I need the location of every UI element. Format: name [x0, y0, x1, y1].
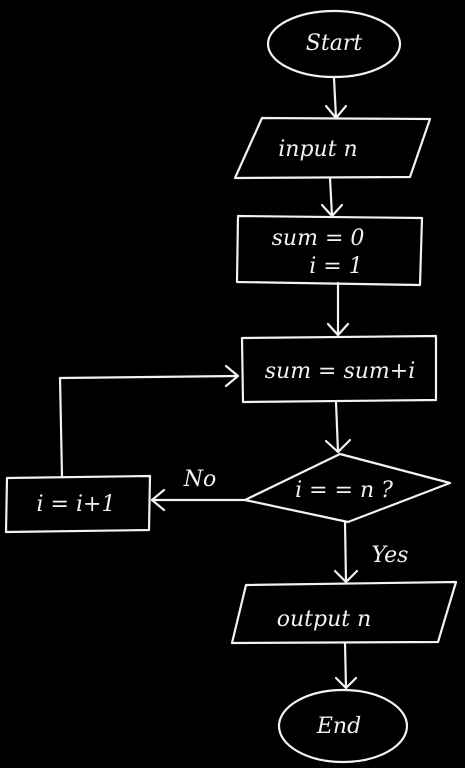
init-box	[235, 214, 424, 287]
increment-label: i = i+1	[37, 492, 116, 517]
arrowhead	[324, 438, 352, 454]
arrowhead	[150, 488, 166, 512]
init-label-sum: sum = 0	[272, 226, 365, 251]
input-box	[233, 116, 432, 180]
output-label: output n	[277, 607, 372, 632]
condition-label: i = = n ?	[295, 478, 393, 503]
end-label: End	[316, 714, 361, 739]
arrowhead	[326, 322, 350, 337]
increment-box	[4, 474, 152, 534]
arrow-yes-branch	[343, 520, 348, 584]
arrow-output-to-end	[343, 641, 348, 690]
start-label: Start	[306, 31, 363, 56]
end-terminal	[277, 688, 409, 764]
arrowhead	[333, 569, 359, 584]
arrow-loop-back	[58, 374, 240, 478]
arrowhead	[224, 364, 240, 388]
arrow-accumulate-to-condition	[334, 400, 340, 454]
yes-label: Yes	[372, 543, 409, 568]
output-box	[230, 580, 458, 645]
arrow-start-to-input	[332, 76, 338, 120]
arrow-input-to-init	[328, 176, 334, 218]
accumulate-label: sum = sum+i	[265, 359, 416, 384]
accumulate-box	[240, 334, 438, 404]
condition-diamond	[243, 452, 452, 524]
init-label-i: i = 1	[309, 254, 362, 279]
no-label: No	[183, 467, 217, 492]
arrowhead	[334, 676, 358, 690]
input-label: input n	[278, 137, 357, 162]
